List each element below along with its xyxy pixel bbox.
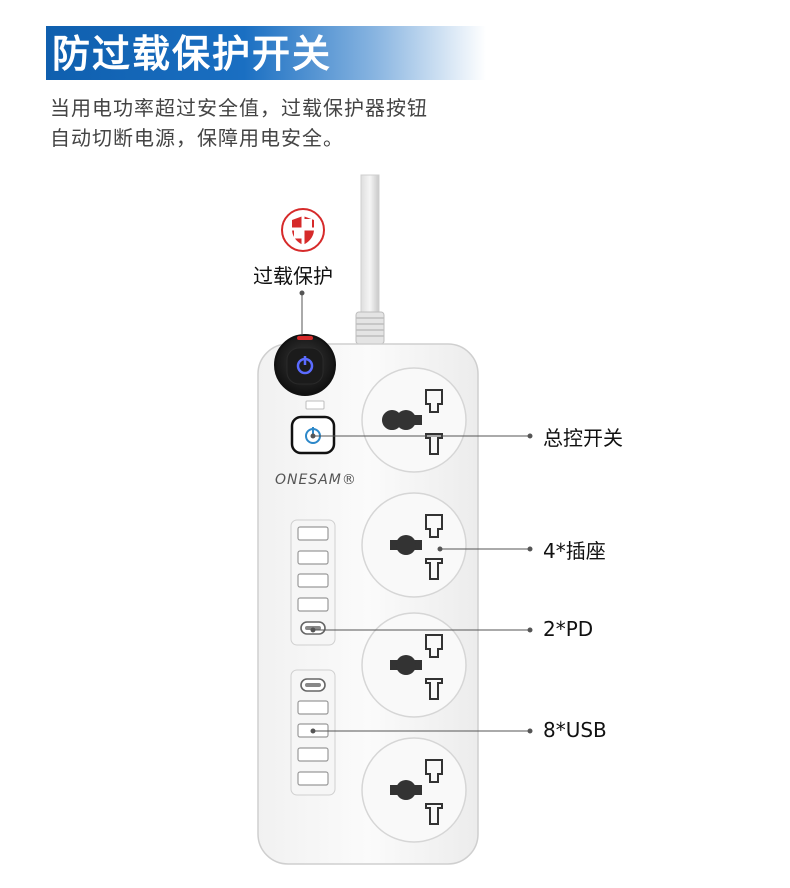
description-line-1: 当用电功率超过安全值，过载保护器按钮 — [50, 96, 428, 120]
page-title: 防过载保护开关 — [52, 32, 333, 76]
pd-label: 2*PD — [543, 617, 594, 641]
socket-3 — [361, 612, 467, 718]
socket-1 — [361, 367, 467, 473]
master-switch — [290, 415, 336, 455]
master-switch-label: 总控开关 — [543, 426, 623, 450]
title-banner — [46, 26, 486, 80]
socket-4 — [361, 737, 467, 843]
description-line-2: 自动切断电源，保障用电安全。 — [50, 126, 344, 150]
sockets-label: 4*插座 — [543, 539, 606, 563]
overload-label: 过载保护 — [253, 264, 333, 288]
socket-2 — [361, 492, 467, 598]
usb-label: 8*USB — [543, 718, 607, 742]
brand-logo: ONESAM® — [275, 472, 357, 488]
strip-body — [257, 343, 479, 865]
shield-icon — [281, 208, 325, 252]
overload-button — [274, 334, 336, 396]
